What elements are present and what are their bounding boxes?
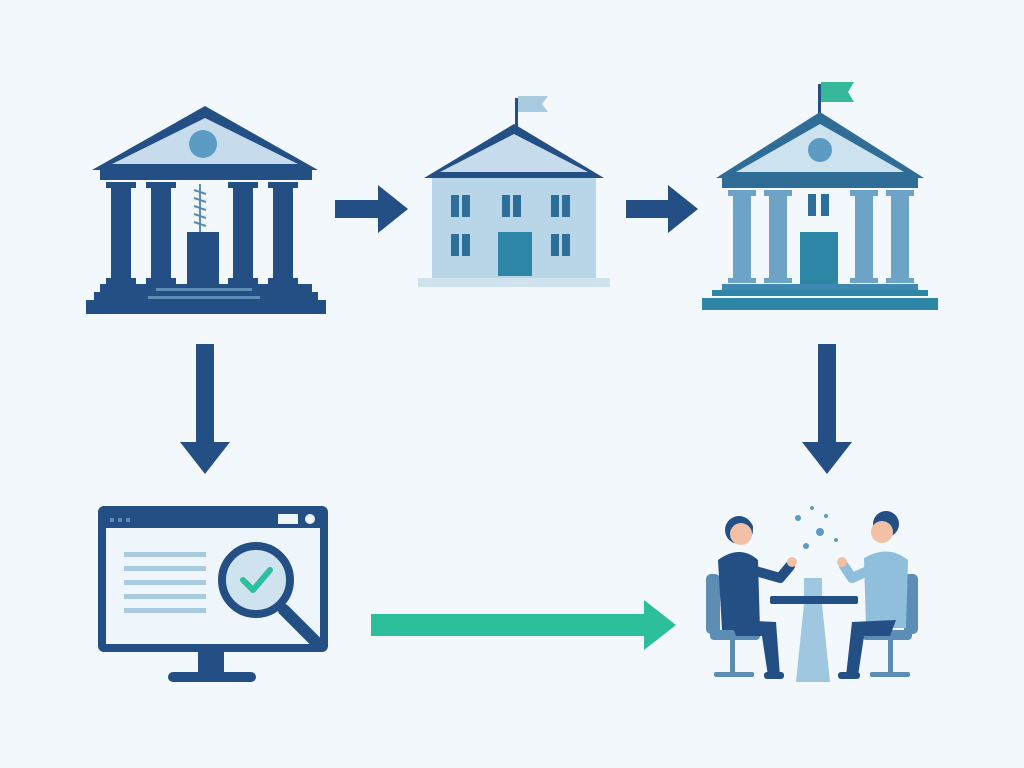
classical-government-building-icon — [86, 106, 326, 314]
arrow-building-down-to-review — [180, 344, 230, 474]
institution-building-icon — [702, 82, 938, 310]
arrow-building-to-office — [335, 185, 408, 233]
arrow-office-to-institution — [626, 185, 698, 233]
monitor-magnifier-check-icon — [98, 506, 328, 682]
arrow-institution-down-to-meeting — [802, 344, 852, 474]
two-people-meeting-icon — [706, 506, 918, 682]
arrow-review-to-meeting — [371, 600, 676, 650]
office-building-icon — [418, 96, 610, 287]
